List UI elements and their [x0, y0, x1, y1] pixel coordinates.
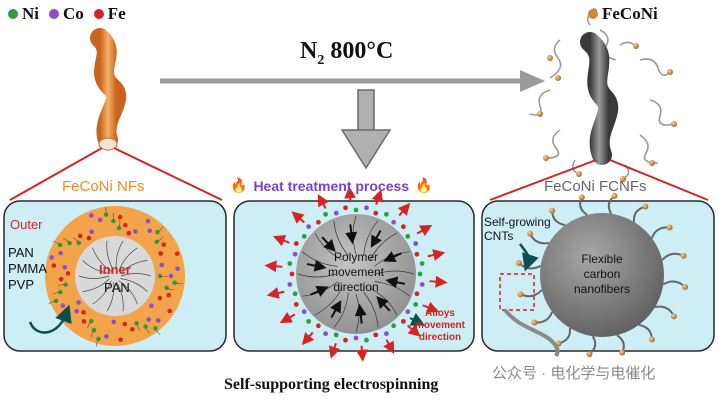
outer-polymer-pvp: PVP — [8, 277, 35, 292]
title-feconi-fcnfs: FeCoNi FCNFs — [544, 178, 647, 195]
outer-polymer-pan: PAN — [8, 245, 34, 260]
legend-dot-feconi — [588, 9, 598, 19]
legend-co: Co — [63, 4, 84, 23]
process-arrow — [160, 70, 545, 170]
figure-caption: Self-supporting electrospinning — [224, 376, 439, 393]
title-heat-treatment: 🔥 Heat treatment process 🔥 — [230, 177, 433, 194]
process-condition: N2 800°C — [300, 38, 393, 69]
carbon-nanofiber-with-cnts — [529, 8, 677, 182]
element-legend: Ni Co Fe — [8, 4, 126, 24]
alloys-movement-label: Alloys movement direction — [410, 308, 470, 344]
flame-icon: 🔥 — [415, 177, 433, 193]
inner-polymer: PAN — [104, 280, 130, 295]
heat-treatment-label: Heat treatment process — [253, 177, 410, 194]
legend-feconi: FeCoNi — [602, 4, 658, 23]
polymer-line-2: movement — [327, 265, 385, 279]
title-feconi-nfs: FeCoNi NFs — [62, 178, 145, 195]
cross-section-fcnf — [499, 192, 689, 358]
watermark: 公众号 · 电化学与电催化 — [492, 365, 656, 382]
legend-fe: Fe — [107, 4, 126, 23]
fcnf-line-1: Flexible — [581, 252, 623, 266]
polymer-line-3: direction — [333, 280, 379, 294]
outer-label: Outer — [10, 217, 43, 232]
alloy-legend: FeCoNi — [588, 4, 658, 24]
alloys-line-3: direction — [418, 332, 462, 343]
cnt-line-1: Self-growing — [484, 215, 551, 229]
condition-subscript: 2 — [317, 52, 325, 68]
alloys-line-1: Alloys — [424, 308, 455, 319]
fcnf-core-label: Flexible carbon nanofibers — [564, 252, 640, 297]
legend-dot-co — [49, 9, 59, 19]
precursor-nanofiber — [90, 28, 127, 150]
alloys-line-2: movement — [414, 320, 465, 331]
fcnf-line-2: carbon — [583, 267, 621, 281]
cnt-line-2: CNTs — [484, 229, 514, 243]
legend-ni: Ni — [22, 4, 39, 23]
outer-polymer-pmma: PMMA — [8, 261, 47, 276]
legend-dot-ni — [8, 9, 18, 19]
condition-gas: N — [300, 38, 318, 64]
condition-temp: 800°C — [324, 38, 394, 64]
fcnf-line-3: nanofibers — [573, 282, 631, 296]
cross-section-precursor — [28, 206, 185, 347]
polymer-movement-label: Polymer movement direction — [318, 250, 394, 295]
cnt-label: Self-growing CNTs — [484, 215, 551, 243]
zoom-lines — [9, 147, 709, 201]
inner-label: Inner — [99, 262, 131, 277]
cross-section-heat-treatment — [264, 186, 448, 362]
flame-icon: 🔥 — [230, 177, 248, 193]
polymer-line-1: Polymer — [333, 250, 378, 264]
legend-dot-fe — [93, 9, 104, 19]
